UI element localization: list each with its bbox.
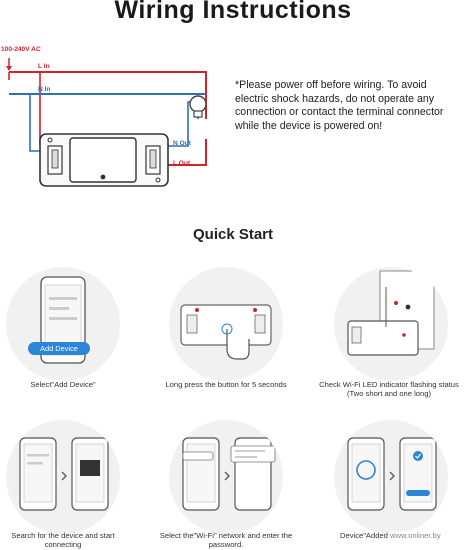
- step-3-caption: Check Wi-Fi LED indicator flashing statu…: [319, 380, 459, 399]
- n-out-label: N Out: [173, 140, 191, 147]
- l-in-label: L In: [38, 63, 50, 70]
- hand-icon: [226, 329, 250, 360]
- watermark: www.onliner.by: [390, 531, 441, 540]
- chevron-right-icon: [61, 471, 67, 481]
- step-4-illustration: [6, 420, 120, 534]
- l-out-label: L Out: [173, 160, 191, 167]
- add-device-button: Add Device: [40, 344, 78, 353]
- step-5-caption: Select the"Wi-Fi" network and enter the …: [159, 531, 293, 550]
- step-1-caption: Select"Add Device": [30, 380, 96, 389]
- device-icon: [180, 304, 272, 346]
- chevron-right-icon: [224, 471, 230, 481]
- step-3-illustration: [334, 267, 448, 381]
- step-6-illustration: [334, 420, 448, 534]
- checkmark-icon: [413, 451, 423, 461]
- step-5-illustration: [169, 420, 283, 534]
- step-1-illustration: [6, 267, 120, 381]
- chevron-right-icon: [389, 471, 395, 481]
- step-2-caption: Long press the button for 5 seconds: [165, 380, 287, 389]
- voltage-label: 100-240V AC: [1, 46, 41, 53]
- wiring-diagram: [6, 58, 207, 187]
- safety-warning: *Please power off before wiring. To avoi…: [235, 79, 444, 132]
- quick-start-title: Quick Start: [192, 226, 274, 243]
- page-title: Wiring Instructions: [114, 0, 352, 24]
- progress-ring-icon: [356, 460, 376, 480]
- smart-switch-device: [39, 133, 169, 187]
- step-4-caption: Search for the device and start connecti…: [11, 531, 115, 550]
- step-2-illustration: [169, 267, 283, 381]
- n-in-label: N In: [38, 86, 51, 93]
- lamp-bulb: [189, 95, 207, 113]
- device-icon: [347, 320, 419, 356]
- step-6-caption: Device"Added: [340, 531, 388, 540]
